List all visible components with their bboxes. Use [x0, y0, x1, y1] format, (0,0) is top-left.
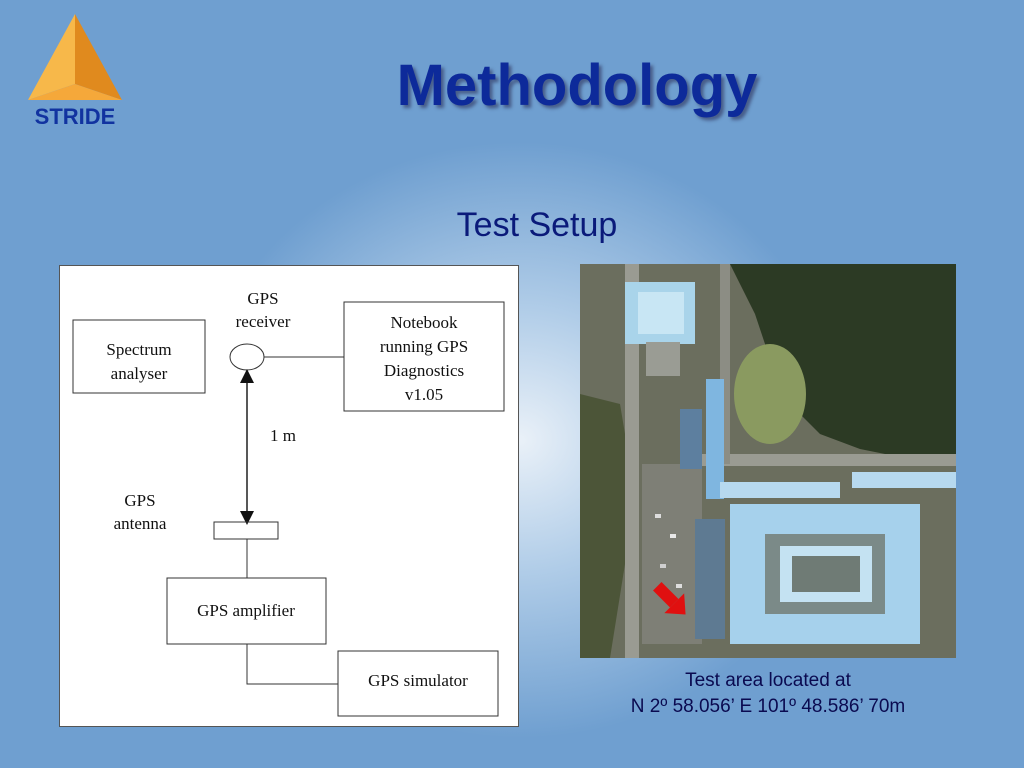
distance-label: 1 m: [270, 426, 296, 445]
notebook-box: [343, 301, 505, 412]
gps-amplifier-label: GPS amplifier: [197, 601, 295, 620]
stride-logo: STRIDE: [22, 12, 128, 132]
spectrum-analyser-label-2: analyser: [111, 364, 168, 383]
gps-antenna-label: GPS: [124, 491, 155, 510]
notebook-label-4: v1.05: [405, 385, 443, 404]
stride-triangle-icon: [28, 14, 122, 100]
caption-line-1: Test area located at: [685, 670, 851, 691]
gps-receiver-label: GPS: [247, 289, 278, 308]
notebook-label-1: Notebook: [390, 313, 458, 332]
slide-title: Methodology: [396, 53, 758, 118]
red-arrow-icon: [653, 582, 686, 615]
amplifier-simulator-link: [246, 644, 338, 685]
gps-simulator-label: GPS simulator: [368, 671, 468, 690]
slide-subtitle: Test Setup: [456, 206, 618, 244]
test-setup-diagram: Spectrum analyser GPS receiver Notebook …: [59, 265, 519, 727]
photo-caption: Test area located at N 2º 58.056’ E 101º…: [580, 668, 956, 720]
satellite-photo: [580, 264, 956, 658]
gps-receiver-label-2: receiver: [236, 312, 291, 331]
gps-antenna-label-2: antenna: [114, 514, 167, 533]
notebook-label-3: Diagnostics: [384, 361, 464, 380]
caption-line-2: N 2º 58.056’ E 101º 48.586’ 70m: [630, 696, 906, 717]
gps-receiver-node: [229, 343, 265, 371]
notebook-label-2: running GPS: [380, 337, 468, 356]
spectrum-analyser-label: Spectrum: [106, 340, 171, 359]
gps-simulator-box: [337, 650, 499, 717]
spectrum-analyser-box: [72, 319, 206, 394]
gps-antenna-box: [213, 521, 279, 540]
logo-text: STRIDE: [34, 104, 116, 129]
